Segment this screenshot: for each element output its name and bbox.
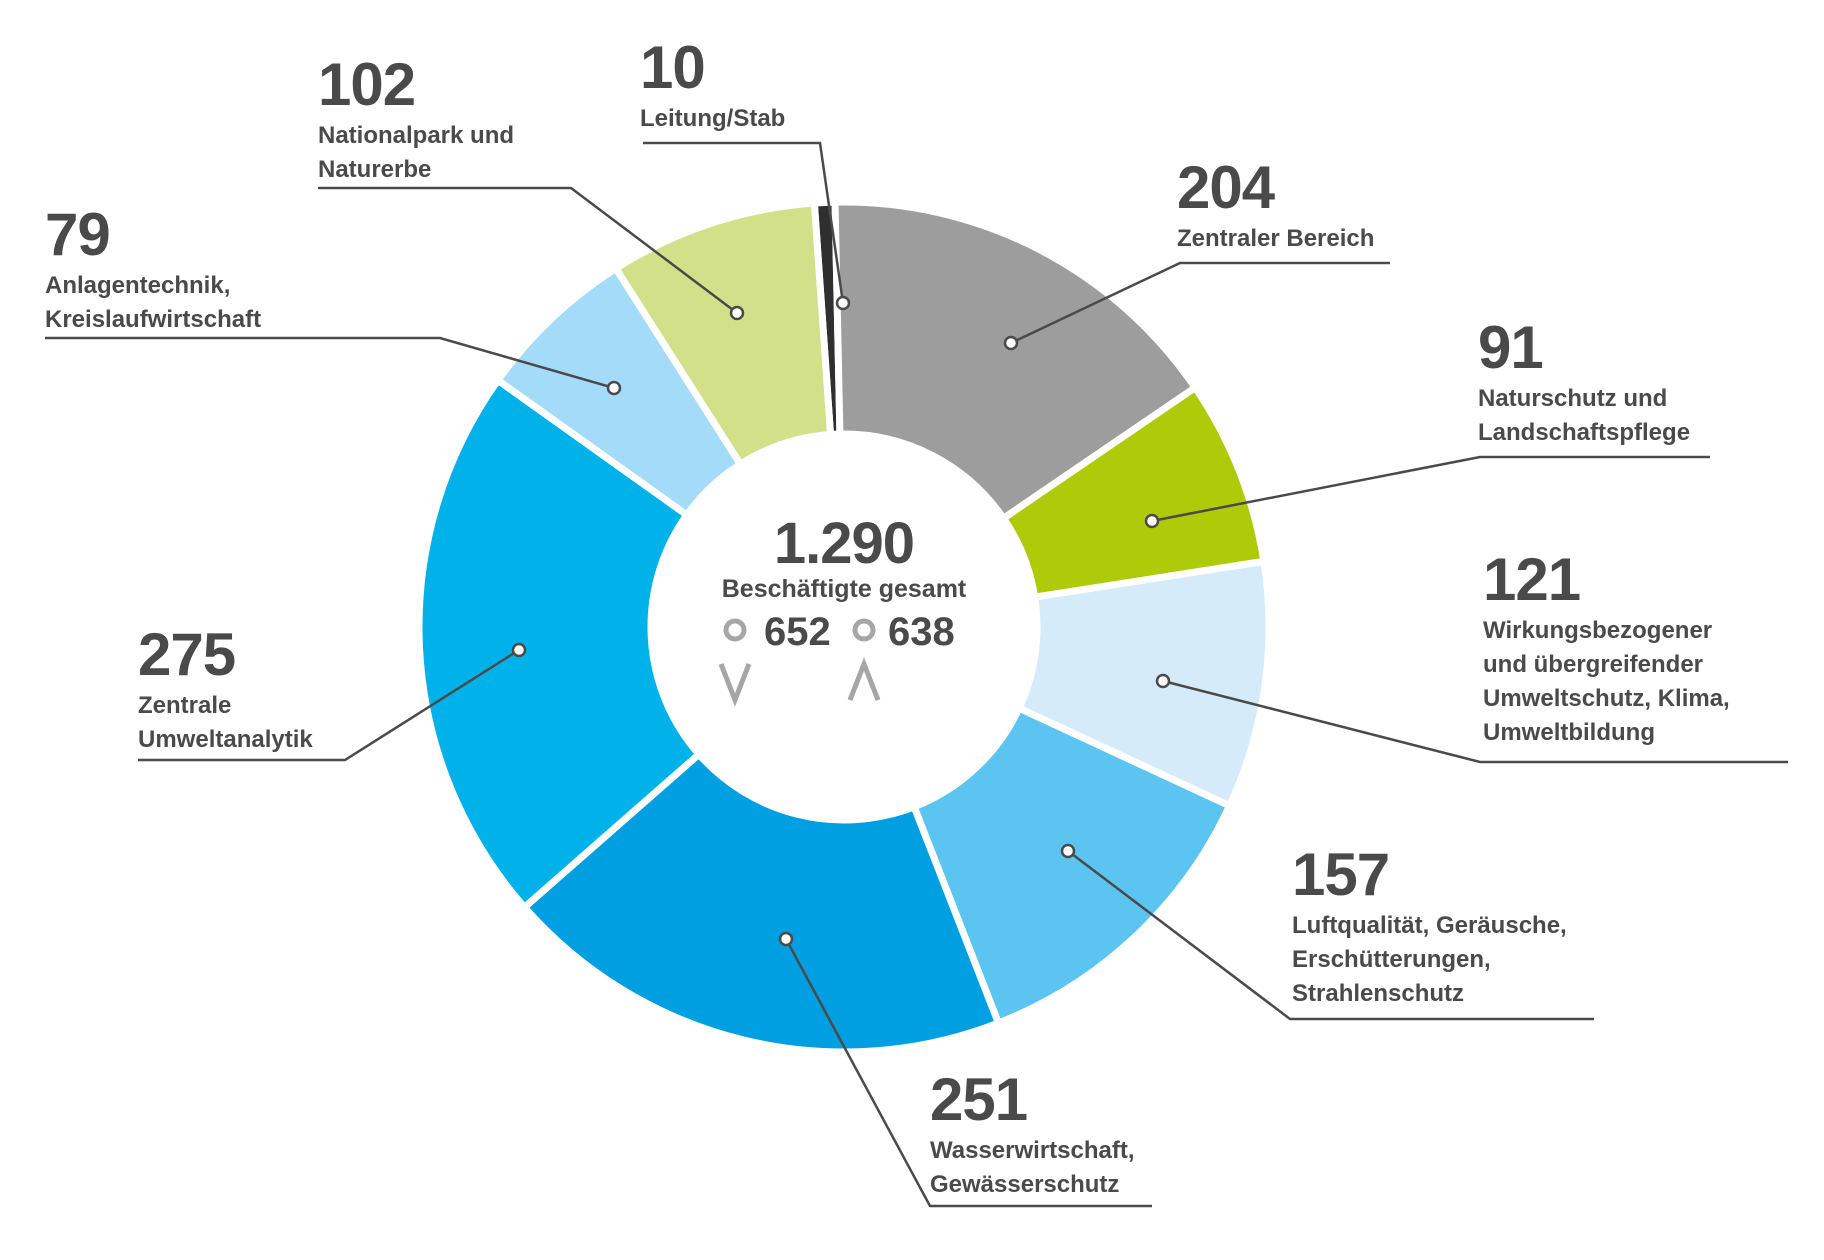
value-label-8: 102 <box>318 51 415 118</box>
leader-dot-2 <box>1144 513 1160 529</box>
leader-line-0 <box>643 141 845 304</box>
leader-line-5 <box>784 938 1152 1208</box>
category-label-0-line-0: Leitung/Stab <box>640 105 785 132</box>
category-label-8-line-1: Naturerbe <box>318 156 431 183</box>
leader-line-2 <box>1151 455 1710 523</box>
value-label-0: 10 <box>640 34 705 101</box>
leader-line-1 <box>1010 261 1390 345</box>
category-label-6-line-0: Zentrale <box>138 692 231 719</box>
leader-dot-4 <box>1060 843 1076 859</box>
leader-dot-5 <box>778 931 794 947</box>
value-label-5: 251 <box>930 1066 1027 1133</box>
leader-line-8 <box>318 186 738 314</box>
leader-line-4 <box>1067 850 1594 1021</box>
leader-dot-6 <box>511 642 527 658</box>
category-label-3-line-3: Umweltbildung <box>1483 719 1655 746</box>
category-label-7-line-0: Anlagentechnik, <box>45 272 230 299</box>
category-label-8-line-0: Nationalpark und <box>318 122 514 149</box>
slice-3 <box>1014 557 1273 811</box>
value-label-3: 121 <box>1483 546 1580 613</box>
category-label-7-line-1: Kreislaufwirtschaft <box>45 306 261 333</box>
category-label-4-line-2: Strahlenschutz <box>1292 980 1464 1007</box>
value-label-1: 204 <box>1177 154 1276 221</box>
category-label-1-line-0: Zentraler Bereich <box>1177 225 1374 252</box>
total-value: 1.290 <box>774 511 914 576</box>
value-label-6: 275 <box>138 621 235 688</box>
category-label-2-line-1: Landschaftspflege <box>1478 419 1690 446</box>
leader-line-7 <box>45 336 615 390</box>
slice-4 <box>909 703 1235 1028</box>
category-label-6-line-1: Umweltanalytik <box>138 726 313 753</box>
leader-dot-3 <box>1155 673 1171 689</box>
leader-line-6 <box>138 648 520 762</box>
value-label-4: 157 <box>1292 841 1389 908</box>
leader-dot-8 <box>729 305 745 321</box>
slice-1 <box>831 198 1201 524</box>
leader-dot-1 <box>1003 335 1019 351</box>
category-label-4-line-0: Luftqualität, Geräusche, <box>1292 912 1567 939</box>
slice-5 <box>519 749 1003 1056</box>
leaders-group <box>45 141 1788 1208</box>
category-label-5-line-0: Wasserwirtschaft, <box>930 1137 1135 1164</box>
category-label-2-line-0: Naturschutz und <box>1478 385 1667 412</box>
category-label-3-line-2: Umweltschutz, Klima, <box>1483 685 1730 712</box>
total-label: Beschäftigte gesamt <box>722 575 967 603</box>
category-label-3-line-1: und übergreifender <box>1483 651 1703 678</box>
leader-dot-7 <box>606 380 622 396</box>
category-label-3-line-0: Wirkungsbezogener <box>1483 617 1712 644</box>
slice-6 <box>415 375 704 913</box>
slices-group <box>415 198 1273 1056</box>
category-label-4-line-1: Erschütterungen, <box>1292 946 1491 973</box>
female-count: 652 <box>764 610 831 654</box>
slice-8 <box>611 199 835 469</box>
male-symbol-icon <box>847 618 881 701</box>
leader-line-3 <box>1162 679 1788 764</box>
male-count: 638 <box>888 610 955 654</box>
female-symbol-icon <box>718 618 752 707</box>
leader-dot-0 <box>835 295 851 311</box>
value-label-2: 91 <box>1478 314 1543 381</box>
category-label-5-line-1: Gewässerschutz <box>930 1171 1119 1198</box>
value-label-7: 79 <box>45 201 110 268</box>
center-summary: 1.290 Beschäftigte gesamt 652 638 <box>718 511 967 707</box>
